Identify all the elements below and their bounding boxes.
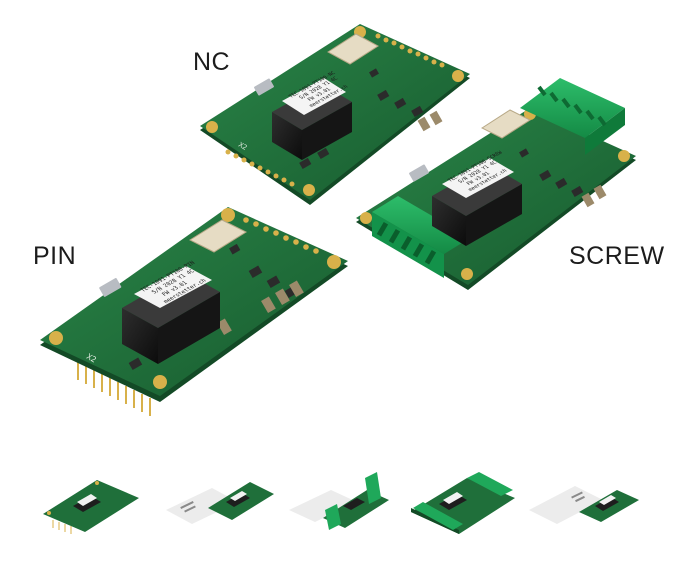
board-nc: TEC-1091-PT100-NC S/N 2028 Y1 4C FW v3.0…: [200, 24, 470, 205]
thumb-pin-board[interactable]: [35, 460, 155, 540]
thumb-board-with-card-2[interactable]: [525, 460, 645, 540]
thumbnail-strip: [0, 440, 692, 567]
thumb-screw-board-top[interactable]: [405, 460, 525, 540]
label-nc: NC: [193, 48, 231, 76]
product-image: TEC-1091-PT100-NC S/N 2028 Y1 4C FW v3.0…: [40, 24, 636, 416]
board-screw: TEC-1091-PT100-SCREW S/N 2028 Y1 4C FW v…: [356, 78, 636, 290]
label-pin: PIN: [33, 242, 77, 270]
nc-silk-label: X2: [237, 141, 248, 152]
board-pin: TEC-1091-PT100-PIN S/N 2028 Y1 4C FW v3.…: [40, 207, 348, 416]
pin-silk-label: X2: [85, 352, 98, 365]
label-screw: SCREW: [569, 242, 665, 270]
thumb-screw-board-side[interactable]: [285, 460, 405, 540]
thumb-board-with-card[interactable]: [160, 460, 280, 540]
